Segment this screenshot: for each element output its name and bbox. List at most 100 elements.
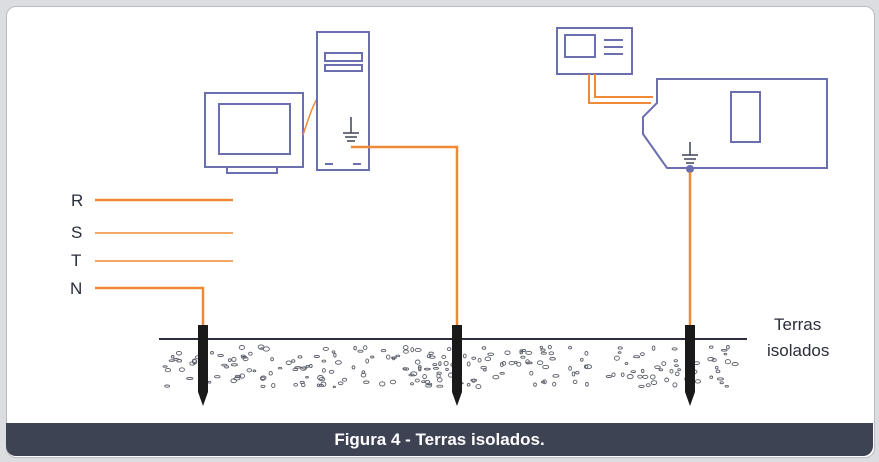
soil-pebble <box>585 381 589 387</box>
soil-pebble <box>294 366 302 369</box>
soil-pebble <box>580 357 584 362</box>
soil-pebble <box>445 367 449 371</box>
soil-pebble <box>242 356 249 362</box>
soil-pebble <box>318 377 326 382</box>
soil-pebble <box>300 366 307 371</box>
soil-pebble <box>191 358 197 364</box>
soil-pebble <box>694 379 702 384</box>
soil-pebble <box>542 379 547 385</box>
soil-pebble <box>637 374 643 379</box>
soil-pebble <box>487 352 495 356</box>
soil-pebble <box>715 369 721 374</box>
soil-pebble <box>552 381 557 387</box>
ground-rod-2 <box>452 325 462 406</box>
soil-pebble <box>291 359 296 363</box>
soil-pebble <box>466 382 471 387</box>
phase-label-t: T <box>71 251 81 270</box>
soil-pebble <box>549 357 556 361</box>
phase-label-s: S <box>71 223 82 242</box>
soil-pebble <box>673 359 678 363</box>
soil-pebble <box>239 373 245 379</box>
soil-pebble <box>475 384 482 390</box>
soil-pebble <box>432 363 438 367</box>
soil-pebble <box>357 349 364 353</box>
soil-pebble <box>432 367 440 370</box>
soil-pebble <box>672 382 678 388</box>
soil-pebble <box>542 364 550 370</box>
soil-pebble <box>318 383 324 387</box>
soil-pebble <box>271 382 276 389</box>
soil-pebble <box>611 372 616 377</box>
soil-pebble <box>175 350 183 356</box>
soil-pebble <box>230 378 237 384</box>
ground-rod-1 <box>198 325 208 406</box>
soil-pebble <box>391 356 397 360</box>
machine-ground-symbol-icon <box>682 142 698 164</box>
soil-pebble <box>720 348 728 352</box>
phase-label-n: N <box>70 279 82 298</box>
soil-pebble <box>426 382 433 386</box>
soil-pebble <box>658 368 664 372</box>
soil-pebble <box>708 345 714 349</box>
soil-pebble <box>671 347 678 351</box>
soil-pebble <box>446 347 452 352</box>
phase-lines <box>95 198 233 325</box>
soil-pebble <box>519 351 523 355</box>
soil-pebble <box>417 364 422 370</box>
soil-pebble <box>301 382 306 388</box>
soil-pebble <box>210 351 214 355</box>
soil-pebble <box>408 373 415 377</box>
soil-pebble <box>297 355 303 359</box>
soil-pebble <box>217 354 224 357</box>
soil-pebble <box>571 371 576 377</box>
soil-pebble <box>389 379 397 385</box>
soil-pebble <box>620 372 625 377</box>
soil-pebble <box>342 377 348 382</box>
soil-pebble <box>471 356 477 360</box>
soil-pebble <box>234 374 242 378</box>
soil-pebble <box>370 355 375 359</box>
soil-pebble <box>548 351 555 356</box>
soil-pebble <box>385 354 391 360</box>
soil-pebble <box>365 358 370 364</box>
soil-pebble <box>714 365 719 370</box>
soil-pebble <box>504 350 511 355</box>
machine-cabinet-icon <box>642 78 828 169</box>
soil-pebble <box>178 367 185 372</box>
soil-pebble <box>285 360 292 365</box>
soil-pebble <box>230 363 238 367</box>
soil-pebble <box>360 372 367 378</box>
soil-pebble <box>443 360 449 366</box>
soil-pebble <box>292 368 299 372</box>
soil-pebble <box>328 369 335 374</box>
soil-pebble <box>650 374 656 380</box>
soil-pebble <box>651 345 656 351</box>
soil-pebble <box>337 381 344 386</box>
soil-pebble <box>231 356 237 362</box>
soil-pebble <box>709 375 714 379</box>
soil-pebble <box>640 368 645 374</box>
soil-pebble <box>726 345 730 350</box>
soil-pebble <box>423 367 431 371</box>
soil-pebble <box>529 370 534 376</box>
soil-pebble <box>484 356 492 362</box>
soil-pebble <box>333 352 337 358</box>
soil-pebble <box>164 367 172 373</box>
soil-pebble <box>480 365 487 370</box>
computer-monitor-icon <box>204 92 304 174</box>
soil-pebble <box>248 351 253 356</box>
soil-pebble <box>568 366 572 371</box>
soil-pebble <box>516 361 522 367</box>
neutral-line <box>95 286 205 325</box>
soil-pebble <box>332 385 336 389</box>
soil-pebble <box>471 378 476 383</box>
soil-pebble <box>331 350 336 354</box>
soil-pebble <box>654 365 661 370</box>
soil-pebble <box>380 349 387 353</box>
soil-pebble <box>308 364 313 368</box>
soil-pebble <box>540 351 547 355</box>
soil-pebble <box>724 384 729 388</box>
soil-pebble <box>351 365 356 370</box>
tower-ground-symbol-icon <box>343 117 359 142</box>
soil-pebble <box>613 355 620 361</box>
